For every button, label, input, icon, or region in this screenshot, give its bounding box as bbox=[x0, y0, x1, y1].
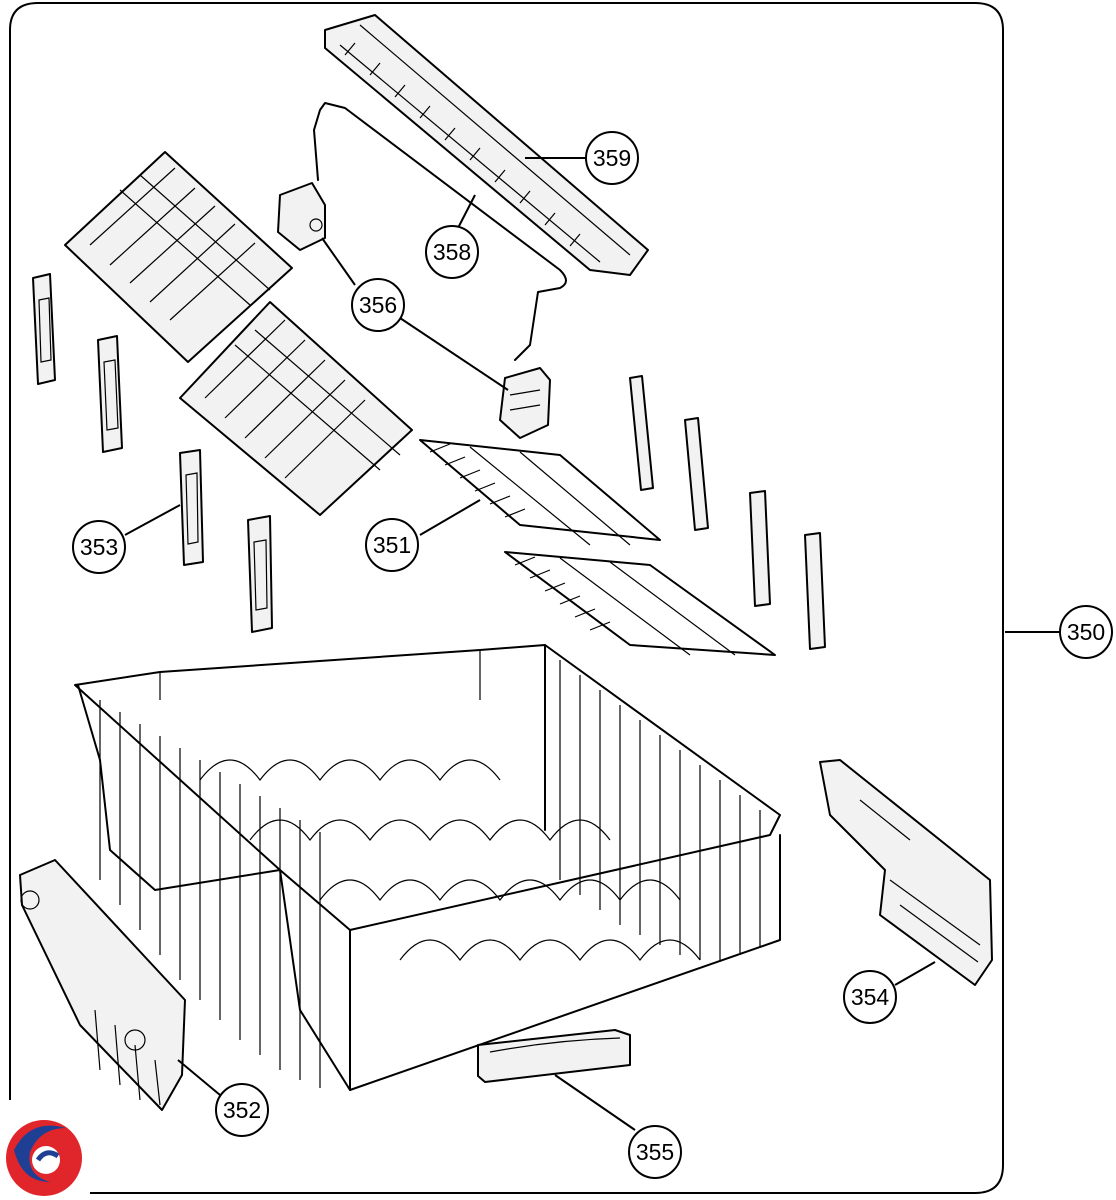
part-355-handle bbox=[477, 1029, 631, 1083]
part-351-fold-down-shelves bbox=[419, 439, 776, 656]
callout-358: 358 bbox=[425, 225, 479, 279]
callout-359: 359 bbox=[585, 131, 639, 185]
callout-350: 350 bbox=[1059, 605, 1113, 659]
callout-352: 352 bbox=[215, 1083, 269, 1137]
part-352-left-rail bbox=[19, 859, 186, 1111]
callout-351: 351 bbox=[365, 518, 419, 572]
part-354-right-rail bbox=[819, 759, 993, 986]
callout-label: 354 bbox=[851, 984, 890, 1010]
callout-label: 353 bbox=[80, 534, 118, 560]
right-side-clips bbox=[629, 375, 826, 650]
callout-355: 355 bbox=[628, 1125, 682, 1179]
callout-label: 358 bbox=[433, 239, 471, 265]
callout-label: 351 bbox=[373, 532, 411, 558]
callout-label: 350 bbox=[1067, 619, 1105, 645]
callout-356: 356 bbox=[351, 278, 405, 332]
part-353-side-clips bbox=[32, 273, 273, 633]
part-358-wire-rod bbox=[313, 102, 567, 361]
callout-354: 354 bbox=[843, 970, 897, 1024]
swirl-logo-icon bbox=[6, 1120, 82, 1196]
callout-label: 355 bbox=[636, 1139, 674, 1165]
callout-label: 356 bbox=[359, 292, 397, 318]
callout-label: 352 bbox=[223, 1097, 261, 1123]
assembly-frame bbox=[9, 2, 1004, 1194]
callout-353: 353 bbox=[72, 520, 126, 574]
main-wire-basket bbox=[74, 644, 781, 1091]
part-356-clips bbox=[277, 182, 551, 439]
leader-lines bbox=[124, 157, 1060, 1131]
part-359-comb-rail bbox=[324, 14, 649, 276]
callout-label: 359 bbox=[593, 145, 631, 171]
upper-left-tine-racks bbox=[64, 151, 413, 516]
